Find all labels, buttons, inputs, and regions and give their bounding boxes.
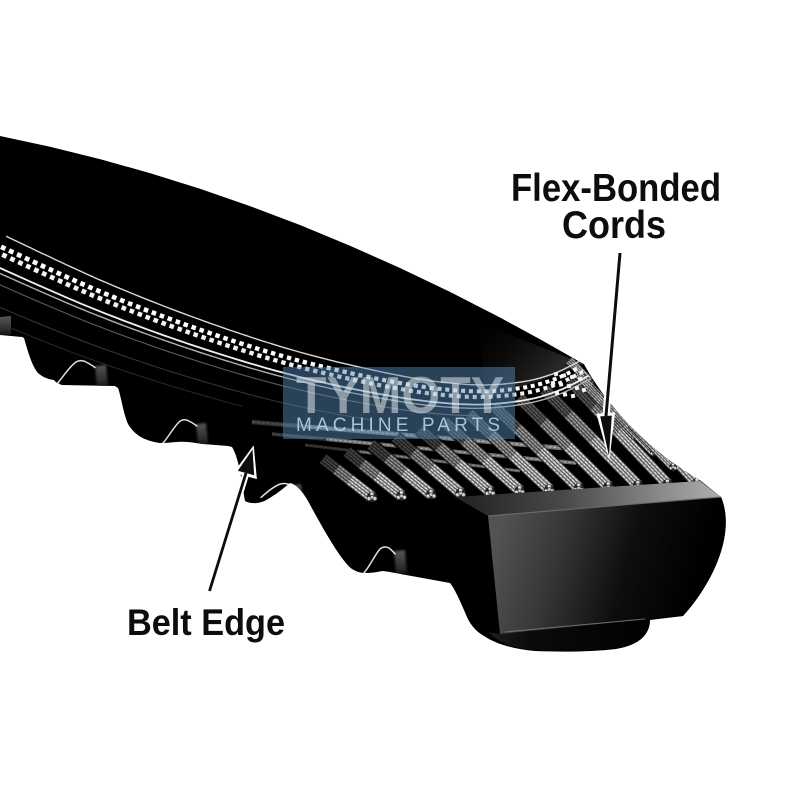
svg-text:Cords: Cords [562,204,666,247]
svg-text:Flex-Bonded: Flex-Bonded [511,167,721,210]
svg-text:Belt Edge: Belt Edge [127,602,285,643]
svg-text:TYMOTY: TYMOTY [296,367,504,425]
